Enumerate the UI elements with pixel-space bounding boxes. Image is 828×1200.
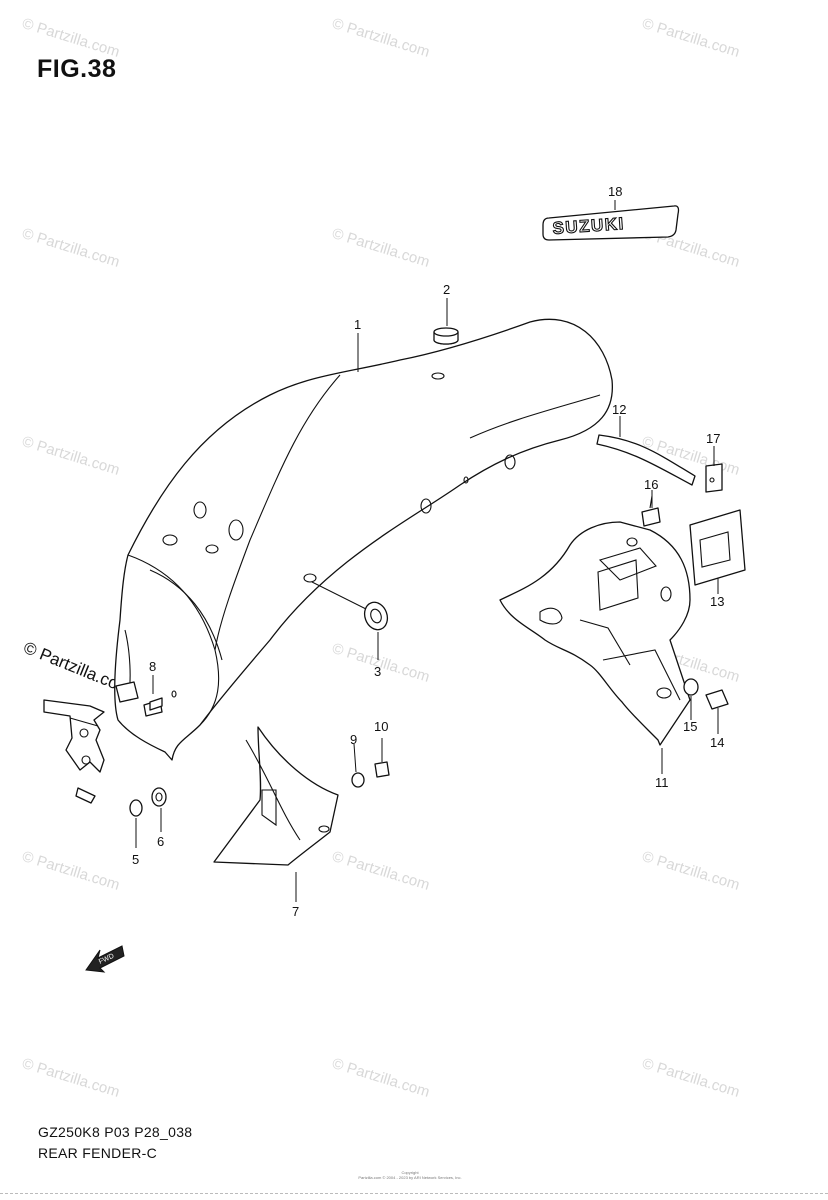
cushion-part xyxy=(689,509,746,586)
leader-lines xyxy=(135,200,719,902)
copyright-note: Copyright Partzilla.com © 2004 - 2023 by… xyxy=(330,1170,490,1180)
callout-5: 5 xyxy=(132,852,139,867)
callout-labels: 18 2 1 3 8 5 6 9 10 7 12 17 16 13 15 14 … xyxy=(132,184,724,919)
callout-2: 2 xyxy=(443,282,450,297)
splash-guard-part xyxy=(213,726,339,866)
callout-16: 16 xyxy=(644,477,658,492)
small-hardware xyxy=(129,697,390,817)
callout-17: 17 xyxy=(706,431,720,446)
callout-15: 15 xyxy=(683,719,697,734)
washer-part xyxy=(683,678,699,696)
callout-1: 1 xyxy=(354,317,361,332)
rear-fender-part xyxy=(114,318,614,761)
figure-title: FIG.38 xyxy=(37,55,117,83)
callout-18: 18 xyxy=(608,184,622,199)
copyright-line-1: Copyright xyxy=(401,1170,419,1175)
callout-14: 14 xyxy=(710,735,724,750)
callout-6: 6 xyxy=(157,834,164,849)
diagram-name: REAR FENDER-C xyxy=(38,1145,158,1161)
callout-13: 13 xyxy=(710,594,724,609)
grommet-part xyxy=(433,327,459,345)
forward-direction-arrow: FWD xyxy=(85,945,125,973)
bolt-part xyxy=(705,689,729,710)
page-bottom-edge xyxy=(0,1193,828,1194)
callout-11: 11 xyxy=(655,775,669,790)
callout-10: 10 xyxy=(374,719,388,734)
callout-8: 8 xyxy=(149,659,156,674)
callout-12: 12 xyxy=(612,402,626,417)
clip-part xyxy=(705,463,723,493)
model-code: GZ250K8 P03 P28_038 xyxy=(38,1124,193,1140)
callout-3: 3 xyxy=(374,664,381,679)
bolt-part xyxy=(641,495,661,527)
callout-9: 9 xyxy=(350,732,357,747)
grommet-part xyxy=(363,601,389,631)
license-bracket-part xyxy=(499,521,691,746)
pad-part xyxy=(596,434,696,486)
suzuki-emblem: SUZUKI xyxy=(542,205,680,241)
copyright-line-2: Partzilla.com © 2004 - 2023 by ARI Netwo… xyxy=(358,1175,462,1180)
callout-7: 7 xyxy=(292,904,299,919)
emblem-text: SUZUKI xyxy=(552,214,625,238)
